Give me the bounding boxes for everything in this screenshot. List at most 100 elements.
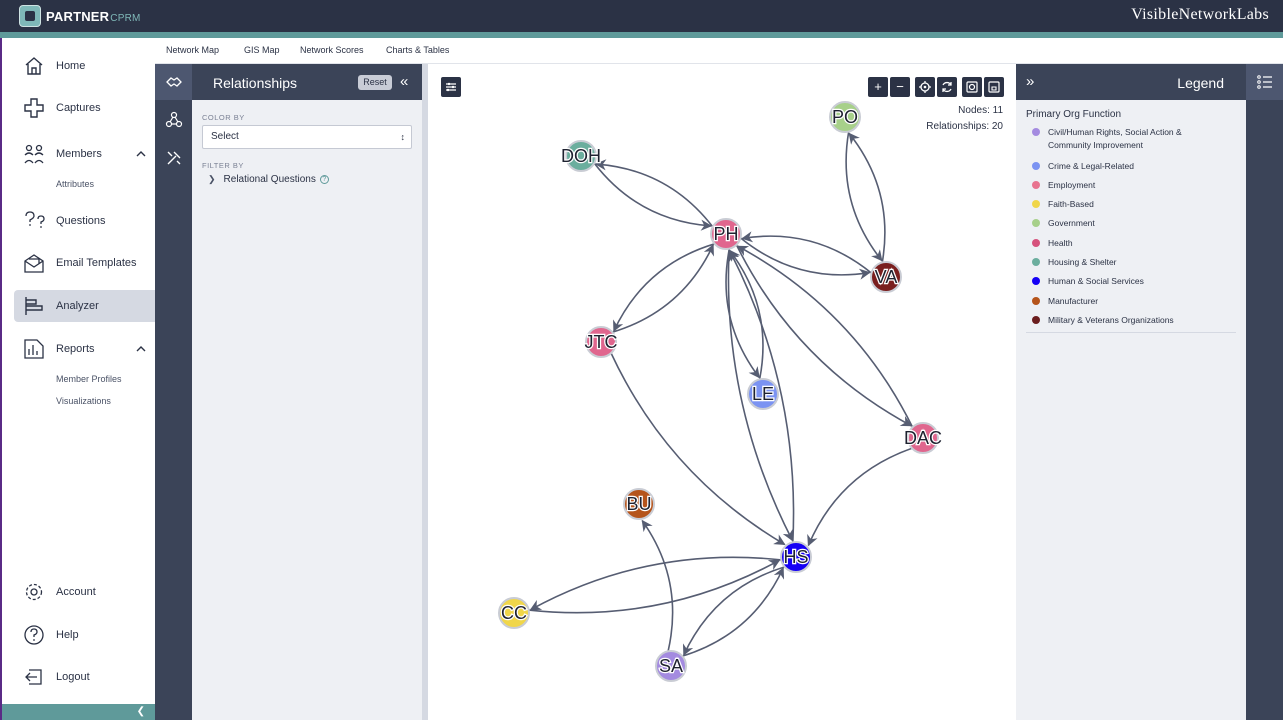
zoom-in-button[interactable]: + — [868, 77, 888, 97]
nav-item-analyzer[interactable]: Analyzer — [14, 290, 157, 322]
logo-text: PARTNERCPRM — [46, 8, 141, 24]
members-icon — [22, 142, 46, 166]
legend-label: Housing & Shelter — [1048, 257, 1117, 267]
nav-item-home[interactable]: Home — [14, 50, 157, 82]
relationships-count: Relationships: 20 — [926, 121, 1003, 132]
reset-button[interactable]: Reset — [358, 75, 392, 90]
edge-jtc-hs[interactable] — [610, 352, 786, 546]
node-circle[interactable] — [565, 140, 597, 172]
edge-ph-doh[interactable] — [594, 159, 714, 228]
nav-item-logout[interactable]: Logout — [14, 661, 157, 693]
node-ph[interactable]: PH — [710, 218, 742, 250]
node-circle[interactable] — [829, 101, 861, 133]
node-jtc[interactable]: JTC — [583, 326, 619, 358]
edge-sa-hs[interactable] — [682, 567, 785, 657]
nav-item-help[interactable]: Help — [14, 619, 157, 651]
nav-sub-attributes[interactable]: Attributes — [56, 179, 95, 189]
edge-dac-ph[interactable] — [736, 245, 914, 428]
panel-divider[interactable] — [422, 64, 428, 720]
edge-ph-jtc[interactable] — [613, 243, 715, 332]
save-button[interactable] — [984, 77, 1004, 97]
network-tool-button[interactable] — [155, 102, 192, 138]
tab-charts-tables[interactable]: Charts & Tables — [386, 45, 450, 55]
app-logo[interactable]: PARTNERCPRM — [19, 4, 141, 28]
legend-item: Crime & Legal-Related — [1032, 160, 1208, 173]
node-circle[interactable] — [623, 488, 655, 520]
relationships-panel: Relationships Reset « COLOR BY Select ↕ … — [192, 64, 422, 720]
chevron-up-icon[interactable] — [135, 343, 147, 355]
question-circle-icon[interactable]: ? — [319, 175, 329, 184]
tab-network-scores[interactable]: Network Scores — [300, 45, 364, 55]
double-chevron-left-icon[interactable]: « — [400, 73, 409, 90]
nav-item-captures[interactable]: Captures — [14, 92, 157, 124]
edge-sa-bu[interactable] — [641, 519, 674, 652]
node-bu[interactable]: BU — [623, 488, 655, 520]
edge-doh-ph[interactable] — [593, 162, 713, 231]
tab-network-map[interactable]: Network Map — [166, 45, 220, 55]
node-circle[interactable] — [907, 422, 939, 454]
refresh-button[interactable] — [937, 77, 957, 97]
node-sa[interactable]: SA — [655, 650, 687, 682]
edge-dac-hs[interactable] — [807, 447, 913, 547]
node-circle[interactable] — [585, 326, 617, 358]
zoom-out-button[interactable]: − — [890, 77, 910, 97]
edge-jtc-ph[interactable] — [612, 244, 714, 333]
relationships-tool-button[interactable] — [155, 64, 192, 100]
node-circle[interactable] — [780, 541, 812, 573]
edge-va-ph[interactable] — [741, 231, 873, 274]
nav-sub-visualizations[interactable]: Visualizations — [56, 396, 111, 406]
node-va[interactable]: VA — [870, 261, 902, 293]
node-hs[interactable]: HS — [780, 541, 812, 573]
nav-item-members[interactable]: Members — [14, 138, 157, 170]
edge-hs-ph[interactable] — [728, 249, 795, 543]
snapshot-button[interactable] — [962, 77, 982, 97]
node-po[interactable]: PO — [829, 101, 861, 133]
color-by-select[interactable]: Select ↕ — [202, 125, 412, 149]
node-label: CC — [501, 603, 527, 623]
nav-item-reports[interactable]: Reports — [14, 333, 157, 365]
double-chevron-right-icon[interactable]: » — [1026, 73, 1035, 90]
edge-ph-va[interactable] — [739, 237, 871, 280]
home-icon — [22, 54, 46, 78]
edge-po-va[interactable] — [845, 131, 883, 262]
node-doh[interactable]: DOH — [560, 140, 602, 172]
network-graph[interactable]: PH DOH PO VA JTC LE DAC BU HS CC SA — [428, 64, 1016, 720]
edge-hs-sa[interactable] — [682, 566, 785, 656]
legend-toggle-button[interactable] — [1246, 64, 1283, 100]
node-circle[interactable] — [655, 650, 687, 682]
legend-swatch — [1032, 162, 1040, 170]
relational-questions-item[interactable]: ❯ Relational Questions ? — [208, 174, 329, 185]
edge-ph-hs[interactable] — [727, 248, 794, 542]
node-cc[interactable]: CC — [498, 597, 530, 629]
edge-ph-dac[interactable] — [735, 244, 913, 427]
edge-cc-hs[interactable] — [528, 559, 781, 614]
legend-swatch — [1032, 316, 1040, 324]
nav-item-account[interactable]: Account — [14, 576, 157, 608]
tab-gis-map[interactable]: GIS Map — [244, 45, 280, 55]
node-circle[interactable] — [498, 597, 530, 629]
edge-le-ph[interactable] — [729, 249, 764, 380]
legend-divider — [1026, 332, 1236, 333]
layout-settings-button[interactable] — [441, 77, 461, 97]
edge-ph-le[interactable] — [725, 248, 760, 379]
nav-collapse-bar[interactable]: ❮ — [2, 704, 155, 720]
chevron-left-icon[interactable]: ❮ — [136, 706, 145, 717]
nav-item-questions[interactable]: Questions — [14, 205, 157, 237]
target-icon — [919, 81, 931, 93]
node-circle[interactable] — [870, 261, 902, 293]
nav-item-email-templates[interactable]: Email Templates — [14, 247, 157, 279]
center-button[interactable] — [915, 77, 935, 97]
node-circle[interactable] — [710, 218, 742, 250]
node-dac[interactable]: DAC — [903, 422, 943, 454]
edge-va-po[interactable] — [848, 132, 886, 263]
edge-hs-cc[interactable] — [529, 556, 782, 611]
logout-icon — [22, 665, 46, 689]
node-circle[interactable] — [747, 378, 779, 410]
handshake-icon — [165, 77, 182, 87]
nav-sub-member-profiles[interactable]: Member Profiles — [56, 374, 122, 384]
node-le[interactable]: LE — [747, 378, 779, 410]
logo-sub: CPRM — [110, 12, 141, 24]
filter-tool-button[interactable] — [155, 140, 192, 176]
chevron-up-icon[interactable] — [135, 148, 147, 160]
